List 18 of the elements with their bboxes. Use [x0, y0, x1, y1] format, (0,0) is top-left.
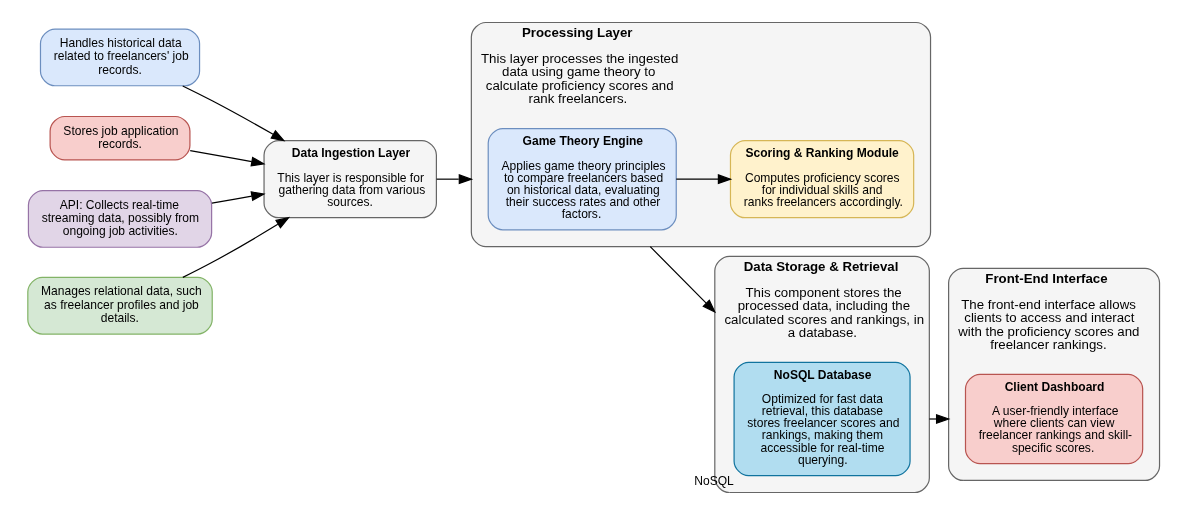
node-box: API: Collects real-time streaming data, possibly from ongoing job activities.	[27, 190, 213, 248]
arrow	[649, 246, 717, 314]
arrow	[436, 174, 474, 185]
arrow	[675, 174, 733, 185]
node-box: Scoring & Ranking Module Computes proficiency scores for individual skills and ranks freelancers accordingly.	[729, 140, 915, 219]
arrow	[189, 149, 266, 167]
node-box: Stores job application records.	[49, 115, 191, 161]
arrow	[182, 216, 291, 278]
node-label: NoSQL	[694, 474, 734, 489]
node-box: Client Dashboard A user-friendly interface where clients can view freelancer rankings and skill-specific scores.	[964, 373, 1144, 465]
arrow	[928, 413, 951, 425]
node-box: NoSQL Database Optimized for fast data retrieval, this database stores freelancer scores and rankings, making them accessible for real-time querying.	[733, 361, 911, 477]
node-box: Game Theory Engine Applies game theory principles to compare freelancers based on historical data, evaluating their success rates and other factors.	[487, 127, 677, 231]
arrow	[182, 85, 286, 142]
node-box: Handles historical data related to freelancers' job records.	[39, 28, 201, 87]
node-box: Data Ingestion Layer This layer is responsible for gathering data from various sources.	[263, 140, 437, 219]
arrow	[211, 191, 266, 204]
node-box: Manages relational data, such as freelancer profiles and job details.	[27, 276, 213, 335]
